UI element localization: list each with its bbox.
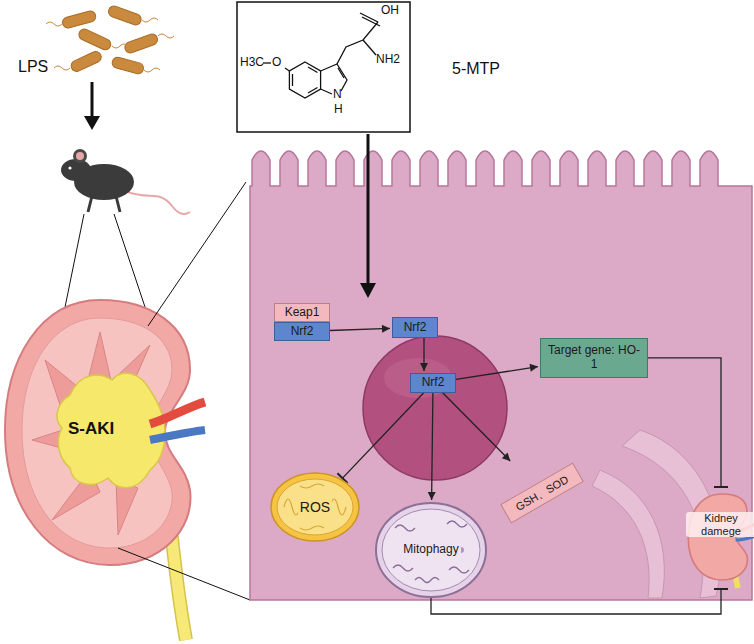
connector [530, 364, 539, 372]
protein-box: Nrf2 [274, 322, 330, 341]
structure-box [237, 2, 410, 132]
mitophagy-vesicle: Mitophagy [375, 502, 487, 598]
connector [714, 486, 728, 488]
kidney-damage: Kidney damege [686, 488, 754, 588]
connector [432, 393, 433, 500]
connector [431, 589, 721, 614]
protein-box: Keap1 [274, 303, 330, 322]
node-label: Kidney damege [686, 512, 754, 537]
stimulus-label: LPS [18, 58, 48, 76]
protein-box: Nrf2 [410, 373, 456, 393]
gene-box: Target gene: HO-1 [540, 338, 648, 378]
atom-label: H3C [240, 56, 264, 69]
mouse [61, 149, 190, 214]
flagella [46, 18, 174, 72]
node-label: Nrf2 [291, 325, 314, 339]
connector [443, 393, 510, 461]
cell [250, 151, 752, 600]
node-label: Nrf2 [404, 321, 427, 335]
nucleus [363, 336, 507, 480]
connector [343, 393, 424, 478]
node-label: Target gene: HO-1 [547, 344, 641, 372]
compound-label: 5-MTP [452, 60, 500, 78]
connector [382, 325, 390, 333]
connector [330, 328, 390, 330]
kidney-label: S-AKI [68, 420, 114, 439]
node-label: Keap1 [285, 306, 320, 320]
atom-label: N [333, 88, 342, 101]
mitochondrion: ROS [270, 472, 360, 542]
connector [714, 588, 728, 590]
node-label: Mitophagy [401, 543, 460, 557]
connector [428, 492, 436, 500]
connector [456, 367, 538, 380]
kidney [5, 300, 205, 640]
structure-bonds [263, 13, 380, 98]
atom-label: OH [381, 4, 399, 17]
golgi [592, 470, 664, 598]
atom-label: O [272, 56, 281, 69]
connector [502, 453, 510, 461]
connector [420, 363, 428, 371]
atom-label: H [334, 103, 343, 116]
node-label: Nrf2 [422, 376, 445, 390]
bacteria [61, 4, 159, 74]
node-label: ROS [298, 499, 332, 515]
protein-box: Nrf2 [392, 317, 438, 338]
connector [648, 358, 721, 487]
atom-label: NH2 [376, 53, 400, 66]
